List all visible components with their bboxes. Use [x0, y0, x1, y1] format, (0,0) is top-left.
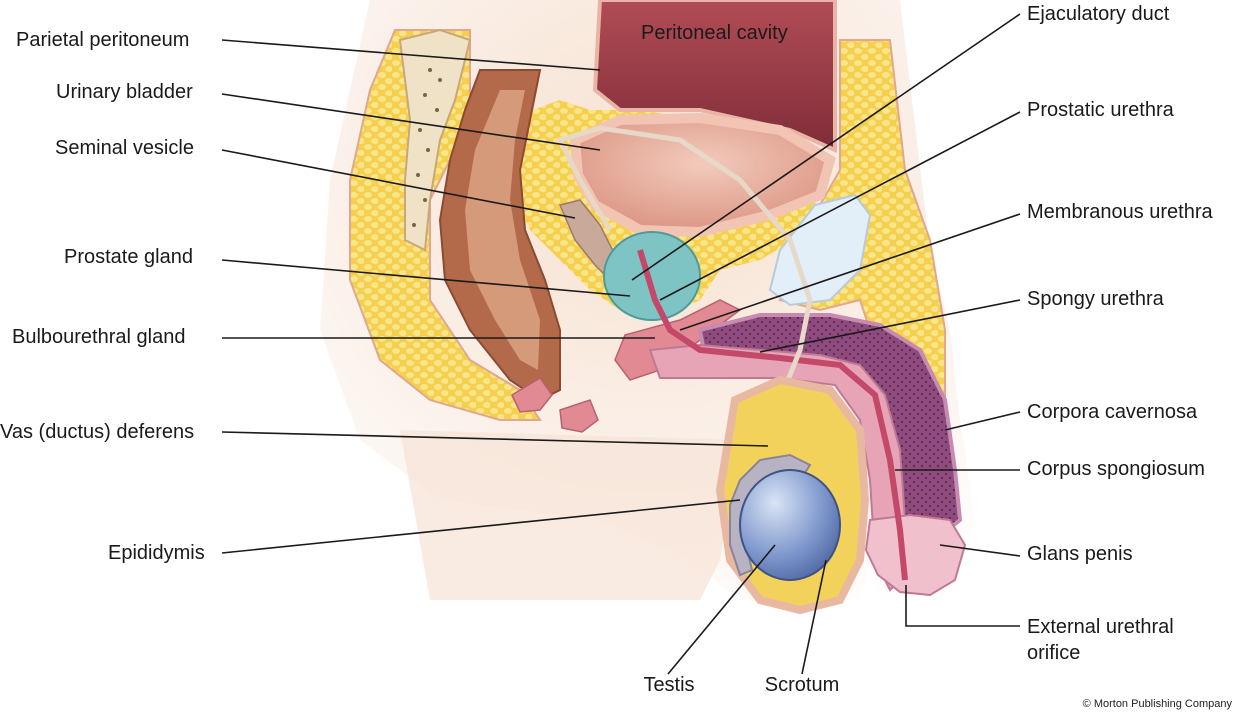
leader-urinary-bladder — [221, 93, 601, 151]
label-parietal-peritoneum: Parietal peritoneum — [16, 29, 190, 51]
label-prostate-gland: Prostate gland — [64, 246, 193, 268]
label-prostatic-urethra: Prostatic urethra — [1027, 99, 1174, 121]
label-membranous-urethra: Membranous urethra — [1027, 201, 1213, 223]
leader-epididymis — [221, 499, 741, 554]
label-scrotum: Scrotum — [764, 674, 840, 696]
leader-vas-deferens — [221, 431, 769, 447]
leader-lines — [221, 13, 1021, 675]
label-corpora-cavernosa: Corpora cavernosa — [1027, 401, 1198, 423]
copyright-notice: © Morton Publishing Company — [1082, 698, 1232, 710]
testis — [739, 469, 841, 581]
rectum-lumen — [465, 90, 540, 370]
leader-parietal-peritoneum — [221, 39, 601, 71]
label-urinary-bladder: Urinary bladder — [56, 81, 193, 103]
label-corpus-spongiosum: Corpus spongiosum — [1027, 458, 1205, 480]
leader-spongy-urethra — [759, 299, 1021, 353]
leader-external-urethral-orifice — [905, 585, 1020, 627]
label-ejaculatory-duct: Ejaculatory duct — [1027, 3, 1170, 25]
prostate — [603, 231, 701, 321]
label-testis: Testis — [643, 674, 695, 696]
label-seminal-vesicle: Seminal vesicle — [55, 137, 194, 159]
glans — [864, 513, 967, 597]
vas-deferens — [556, 125, 813, 451]
label-epididymis: Epididymis — [108, 542, 205, 564]
skin-lower — [400, 430, 740, 600]
leader-membranous-urethra — [679, 213, 1021, 331]
leader-corpora-cavernosa — [944, 411, 1021, 431]
leader-prostate-gland — [221, 259, 631, 297]
pubic-bone — [768, 193, 872, 307]
label-glans-penis: Glans penis — [1027, 543, 1133, 565]
leader-ejaculatory-duct — [631, 13, 1021, 281]
sacrum-dots — [412, 68, 442, 227]
leader-prostatic-urethra — [659, 111, 1021, 301]
leader-testis — [667, 544, 776, 675]
anal-tissue — [511, 376, 553, 413]
leader-seminal-vesicle — [221, 149, 576, 219]
perineal-tissue — [559, 399, 599, 433]
label-vas-deferens: Vas (ductus) deferens — [0, 421, 195, 443]
sacrum — [398, 28, 472, 252]
urethra — [637, 249, 908, 581]
leader-glans-penis — [939, 544, 1021, 557]
label-bulbourethral-gland: Bulbourethral gland — [12, 326, 186, 348]
label-peritoneal-cavity: Peritoneal cavity — [641, 22, 788, 44]
label-spongy-urethra: Spongy urethra — [1027, 288, 1164, 310]
leader-scrotum — [801, 559, 827, 675]
label-external-urethral-orifice: External urethral orifice — [1027, 616, 1174, 664]
